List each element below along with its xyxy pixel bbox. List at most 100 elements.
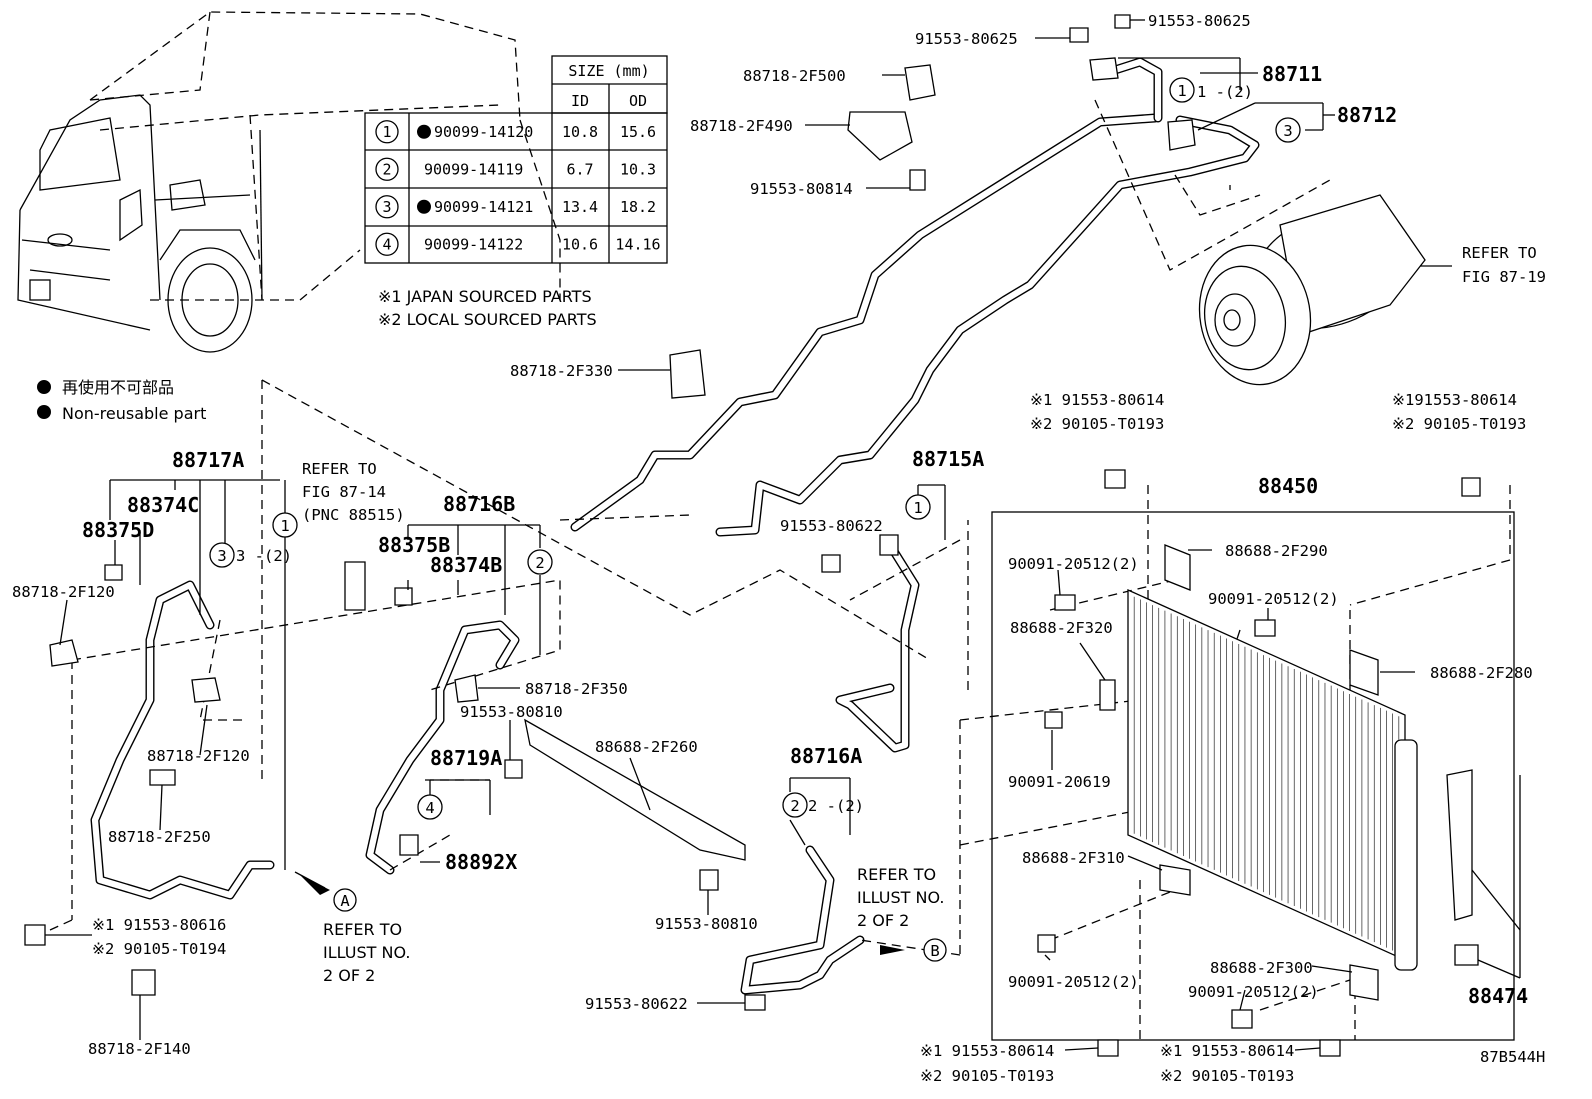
part-label: 88718-2F120 bbox=[147, 747, 250, 765]
callout-circle-3 bbox=[1275, 117, 1301, 143]
part-label: 90091-20512(2) bbox=[1208, 590, 1339, 608]
size-row-number: 4 bbox=[382, 235, 391, 253]
callout-label: 4 bbox=[425, 799, 434, 817]
part-label: 88718-2F250 bbox=[108, 828, 211, 846]
size-row-number-circle bbox=[375, 157, 399, 181]
part-label: 91553-80625 bbox=[915, 30, 1018, 48]
non-reusable-dot-icon bbox=[37, 405, 51, 419]
size-row-outer-diameter: 15.6 bbox=[620, 123, 656, 141]
part-label: ※1 91553-80614 bbox=[1030, 391, 1164, 409]
size-table-col-id: ID bbox=[571, 92, 589, 110]
refer-illust-a-line1: REFER TO bbox=[323, 920, 402, 939]
part-label: 88688-2F310 bbox=[1022, 849, 1125, 867]
part-label: 91553-80622 bbox=[585, 995, 688, 1013]
size-row-number: 1 bbox=[382, 123, 391, 141]
part-label: 91553-80810 bbox=[655, 915, 758, 933]
callout-circle-2 bbox=[527, 549, 553, 575]
refer-illust-b-line1: REFER TO bbox=[857, 865, 936, 884]
part-label: 88688-2F260 bbox=[595, 738, 698, 756]
size-row-outer-diameter: 10.3 bbox=[620, 160, 656, 178]
callout-circle-1 bbox=[905, 494, 931, 520]
part-label: 1 -(2) bbox=[1197, 83, 1253, 101]
size-row-inner-diameter: 6.7 bbox=[566, 160, 593, 178]
part-label: ※1 91553-80614 bbox=[920, 1042, 1054, 1060]
assembly-label-88715A: 88715A bbox=[912, 447, 984, 471]
callout-circle-3 bbox=[209, 542, 235, 568]
size-row-part-number: 90099-14120 bbox=[434, 123, 533, 141]
assembly-label-88474: 88474 bbox=[1468, 984, 1528, 1008]
callout-label: 1 bbox=[913, 499, 922, 517]
note-japan-sourced: ※1 JAPAN SOURCED PARTS bbox=[378, 287, 592, 306]
callout-circle-2 bbox=[782, 792, 808, 818]
assembly-label-88450: 88450 bbox=[1258, 474, 1318, 498]
reference-marker-a bbox=[333, 888, 357, 912]
size-row-part-number: 90099-14119 bbox=[424, 160, 523, 178]
part-label: 88718-2F500 bbox=[743, 67, 846, 85]
legend: 再使用不可部品 Non-reusable part bbox=[37, 378, 206, 423]
callout-label: 1 bbox=[280, 517, 289, 535]
callout-label: 2 bbox=[790, 797, 799, 815]
refer-fig-87-14-line2: FIG 87-14 bbox=[302, 483, 386, 501]
part-label: 88718-2F330 bbox=[510, 362, 613, 380]
assembly-label-88719A: 88719A bbox=[430, 746, 502, 770]
condenser-88450 bbox=[991, 511, 1515, 1041]
small-parts bbox=[24, 14, 1481, 1057]
part-label: 2 -(2) bbox=[808, 797, 864, 815]
size-row-outer-diameter: 18.2 bbox=[620, 198, 656, 216]
ac-pipes bbox=[90, 57, 1260, 995]
part-label: 88688-2F290 bbox=[1225, 542, 1328, 560]
refer-fig-87-19-line2: FIG 87-19 bbox=[1462, 268, 1546, 286]
callout-label: 1 bbox=[1177, 82, 1186, 100]
part-label: 90091-20512(2) bbox=[1008, 973, 1139, 991]
refer-illust-a-line2: ILLUST NO. bbox=[323, 943, 410, 962]
circle-callouts: 1 3 3 1 2 1 4 2 A B bbox=[209, 77, 1301, 962]
callout-label: 3 bbox=[217, 547, 226, 565]
size-row-number-circle bbox=[375, 232, 399, 256]
refer-fig-87-14-line3: (PNC 88515) bbox=[302, 506, 405, 524]
part-label: ※1 91553-80614 bbox=[1160, 1042, 1294, 1060]
assembly-label-88375D: 88375D bbox=[82, 518, 154, 542]
part-label: 88718-2F120 bbox=[12, 583, 115, 601]
assembly-label-88716B: 88716B bbox=[443, 492, 515, 516]
callout-circle-1 bbox=[1169, 77, 1195, 103]
size-row-outer-diameter: 14.16 bbox=[615, 235, 660, 253]
size-table-col-od: OD bbox=[629, 92, 647, 110]
legend-japanese: 再使用不可部品 bbox=[62, 378, 174, 397]
part-label: 88718-2F490 bbox=[690, 117, 793, 135]
van-illustration bbox=[17, 11, 561, 353]
part-label: 91553-80810 bbox=[460, 703, 563, 721]
size-row-inner-diameter: 13.4 bbox=[562, 198, 598, 216]
part-label: ※2 90105-T0194 bbox=[92, 940, 226, 958]
part-label: 91553-80622 bbox=[780, 517, 883, 535]
size-row-number: 3 bbox=[382, 198, 391, 216]
refer-illust-b-line3: 2 OF 2 bbox=[857, 911, 909, 930]
assembly-label-88711: 88711 bbox=[1262, 62, 1322, 86]
size-row-number-circle bbox=[375, 195, 399, 219]
size-row-inner-diameter: 10.6 bbox=[562, 235, 598, 253]
assembly-label-88716A: 88716A bbox=[790, 744, 862, 768]
callout-label: 2 bbox=[535, 554, 544, 572]
part-label: 90091-20512(2) bbox=[1008, 555, 1139, 573]
size-row-number: 2 bbox=[382, 160, 391, 178]
arrow-to-b-icon bbox=[880, 945, 905, 955]
refer-fig-87-19-line1: REFER TO bbox=[1462, 244, 1537, 262]
non-reusable-dot-icon bbox=[37, 380, 51, 394]
part-label: 3 -(2) bbox=[236, 547, 292, 565]
part-label: ※2 90105-T0193 bbox=[920, 1067, 1054, 1085]
part-label: ※191553-80614 bbox=[1392, 391, 1517, 409]
non-reusable-dot-icon bbox=[417, 124, 431, 139]
leader-lines bbox=[45, 19, 1521, 1051]
assembly-label-88375B: 88375B bbox=[378, 533, 450, 557]
figure-id: 87B544H bbox=[1480, 1048, 1545, 1066]
size-row-number-circle bbox=[375, 120, 399, 144]
compressor bbox=[1198, 194, 1426, 386]
assembly-label-88374C: 88374C bbox=[127, 493, 199, 517]
legend-english: Non-reusable part bbox=[62, 404, 206, 423]
part-labels: 91553-80625 91553-80625 88718-2F500 8871… bbox=[12, 12, 1546, 1085]
assembly-label-88712: 88712 bbox=[1337, 103, 1397, 127]
reference-marker-b-label: B bbox=[930, 942, 939, 960]
condenser-fins bbox=[1127, 594, 1406, 956]
